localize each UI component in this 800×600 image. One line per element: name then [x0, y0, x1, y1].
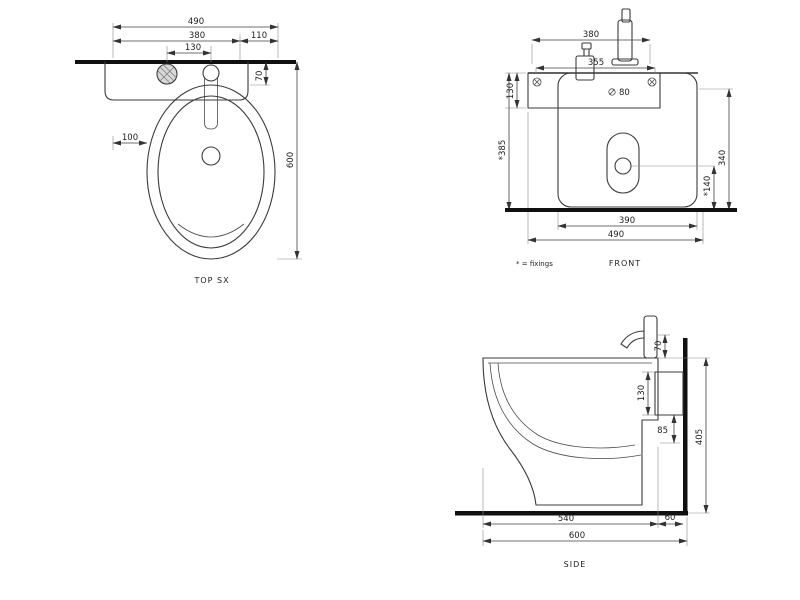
top-view: 490 380 110 130 70 600 100 TOP SX [75, 17, 302, 285]
front-dim-rim-height: 340 [718, 150, 728, 166]
front-drain [606, 132, 640, 194]
front-dim-tap-width: 380 [583, 30, 599, 40]
side-basin-profile [482, 357, 659, 506]
top-dim-left-offset: 100 [122, 133, 138, 143]
top-dim-overall-width: 490 [188, 17, 204, 27]
side-view: 70 130 85 405 540 60 600 SIDE [455, 315, 710, 569]
top-faucet-hole-hatched [156, 63, 178, 85]
front-floor-line [505, 208, 737, 212]
top-dim-right-offset: 110 [251, 31, 267, 41]
top-dimension-lines [112, 24, 300, 260]
top-view-label: TOP SX [193, 276, 229, 285]
front-dim-shelf-floor-height: *385 [498, 140, 508, 160]
front-dim-shelf-width: 355 [588, 58, 604, 68]
front-tap [611, 8, 639, 66]
side-dim-shelf-height: 130 [637, 385, 647, 401]
front-fixing-symbol-left [532, 77, 542, 87]
side-dim-gap: 85 [657, 426, 668, 436]
side-floor-line [455, 511, 688, 516]
front-dim-body-width: 390 [619, 216, 635, 226]
top-tap-hole [202, 64, 220, 82]
top-tap-channel [204, 77, 218, 130]
front-dim-hole-diameter: 80 [619, 88, 630, 98]
side-dimension-lines [482, 334, 709, 544]
side-shelf-bracket [654, 371, 684, 416]
top-shelf-outline [104, 61, 249, 101]
front-dim-drain-height: *140 [703, 176, 713, 196]
side-dim-overall-depth: 600 [569, 531, 585, 541]
side-dim-body-depth: 540 [558, 514, 574, 524]
top-drain-hole [201, 146, 221, 166]
top-basin-outline [146, 84, 276, 260]
side-dim-overall-height: 405 [695, 429, 705, 445]
side-view-label: SIDE [564, 560, 587, 569]
front-fixing-symbol-right [647, 77, 657, 87]
side-wall-line [683, 338, 688, 515]
top-dim-shelf-width: 380 [189, 31, 205, 41]
top-dim-overall-depth: 600 [286, 152, 296, 168]
top-extension-lines [112, 23, 302, 260]
front-dim-overall-width: 490 [608, 230, 624, 240]
front-view-label: FRONT [609, 259, 641, 268]
top-dim-hole-spacing: 130 [185, 43, 201, 53]
front-shelf-outline [527, 72, 661, 109]
side-tap [620, 315, 658, 359]
front-dim-shelf-height: 130 [506, 83, 516, 99]
front-fixings-note: * = fixings [516, 260, 553, 268]
front-basin-body [557, 72, 698, 208]
front-dimension-lines [506, 37, 732, 243]
front-view: 380 355 130 80 *385 340 *140 390 490 * =… [498, 8, 737, 268]
side-dim-tap-height: 70 [654, 341, 664, 352]
top-dim-rim-to-wall: 70 [255, 71, 265, 82]
front-extension-lines [505, 44, 733, 244]
diameter-symbol [608, 88, 616, 96]
side-dim-wall-gap: 60 [665, 513, 676, 523]
front-drain-hole [614, 157, 632, 175]
